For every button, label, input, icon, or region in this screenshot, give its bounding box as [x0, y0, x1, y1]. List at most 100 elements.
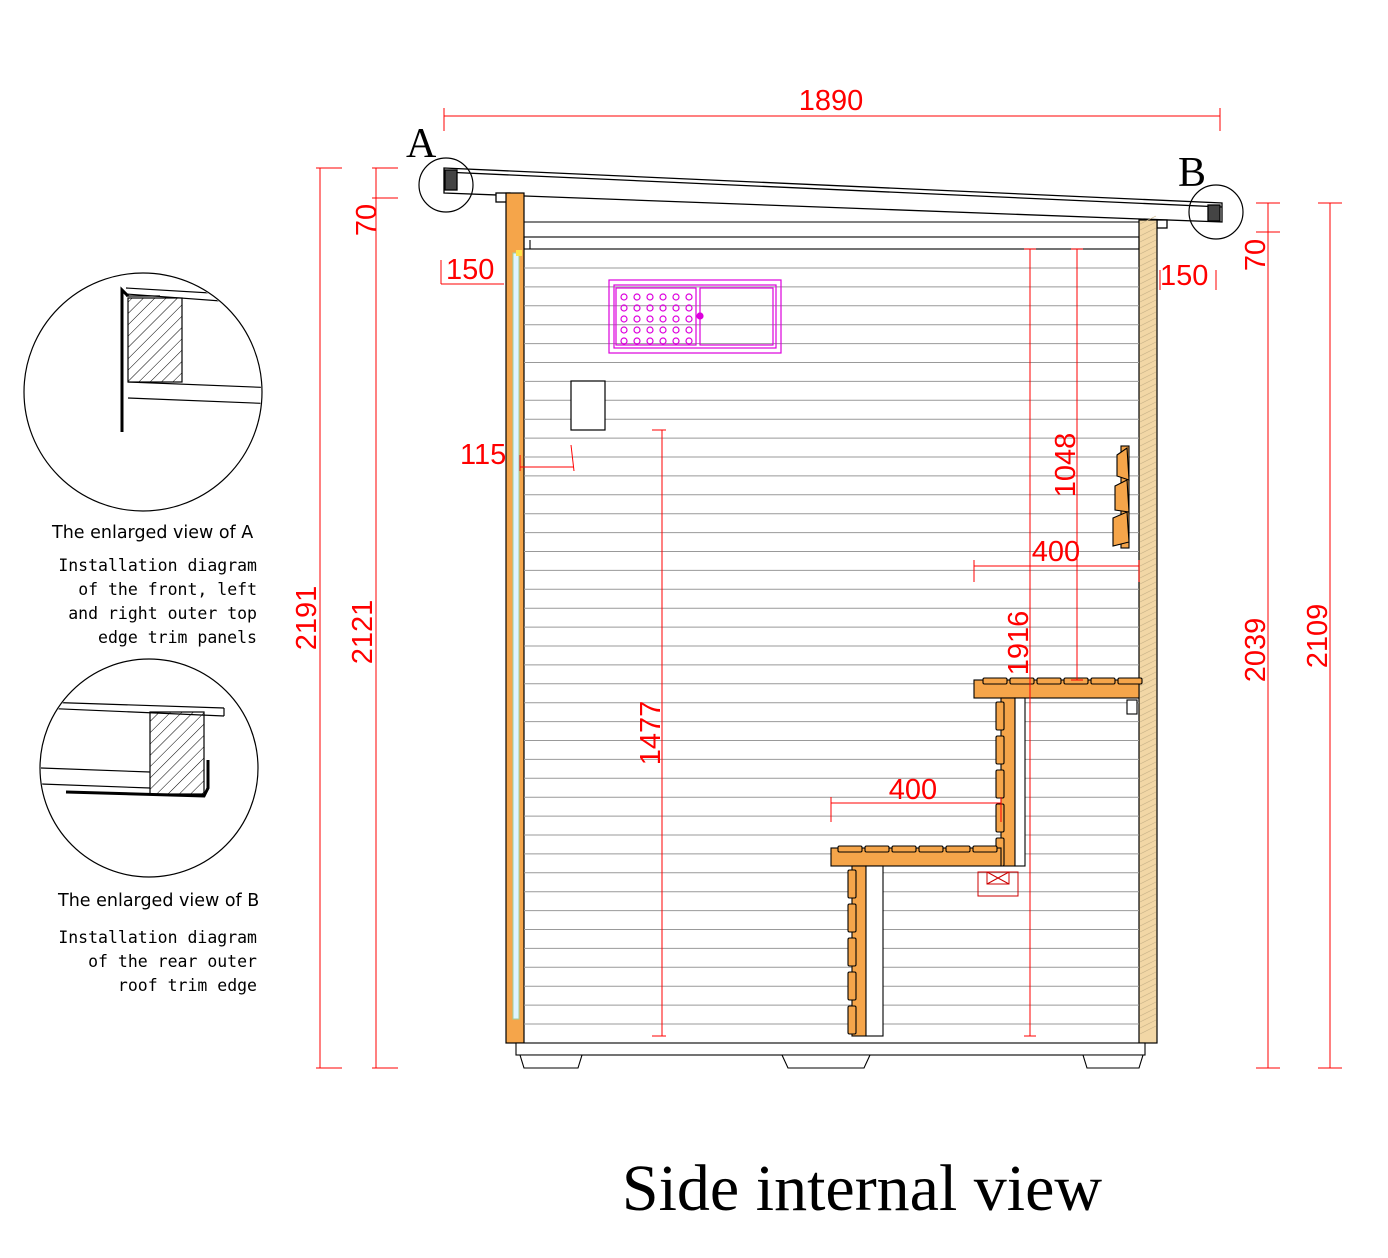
hatch-line [1139, 689, 1157, 699]
hatch-line [1139, 899, 1157, 909]
hatch-line [1139, 1013, 1157, 1023]
bench-slat [1009, 677, 1035, 685]
heater-dot [659, 326, 667, 334]
hatch-line [1139, 755, 1157, 765]
dim-lower-bench-depth: 400 [889, 774, 937, 806]
hatch-line [1139, 551, 1157, 561]
hatch-line [1139, 419, 1157, 429]
hatch-line [1139, 353, 1157, 363]
heater-dot [672, 304, 680, 312]
hatch-line [1139, 905, 1157, 915]
heater-dot [685, 293, 693, 301]
detail-markers [418, 157, 1244, 240]
hatch-line [1139, 329, 1157, 339]
hatch-line [1139, 263, 1157, 273]
hatch-line [1139, 533, 1157, 543]
hatch-line [1139, 413, 1157, 423]
heater-dot [672, 315, 680, 323]
roof-slab [443, 167, 1223, 229]
hatch-line [1139, 659, 1157, 669]
hatch-line [1139, 647, 1157, 657]
hatch-line [1139, 971, 1157, 981]
hatch-line [1139, 587, 1157, 597]
hatch-line [1139, 563, 1157, 573]
hatch-line [1139, 443, 1157, 453]
hatch-line [1139, 425, 1157, 435]
hatch-line [1139, 293, 1157, 303]
dim-right-inner-height: 2039 [1240, 618, 1272, 683]
hatch-line [1139, 401, 1157, 411]
hatch-line [1139, 887, 1157, 897]
hatch-line [1139, 605, 1157, 615]
view-b-line-2: of the rear outer [88, 952, 257, 971]
heater-dot [646, 293, 654, 301]
view-a-line-2: of the front, left [78, 580, 257, 599]
bench-slat [972, 845, 998, 853]
hatch-line [1139, 839, 1157, 849]
bench-slat [837, 845, 863, 853]
dim-upper-bench-depth: 400 [1032, 536, 1080, 568]
hatch-line [1139, 503, 1157, 513]
hatch-line [1139, 821, 1157, 831]
hatch-line [1139, 227, 1157, 237]
hatch-line [1139, 365, 1157, 375]
hatch-line [1139, 743, 1157, 753]
hatch-line [1139, 989, 1157, 999]
dim-left-roof-drop: 70 [351, 204, 383, 236]
hatch-line [1139, 965, 1157, 975]
leg-slat [847, 869, 857, 899]
hatch-line [1139, 389, 1157, 399]
hatch-line [1139, 581, 1157, 591]
heater-dot [659, 293, 667, 301]
hatch-line [1139, 347, 1157, 357]
dim-overall-width: 1890 [799, 85, 864, 117]
hatch-line [1139, 851, 1157, 861]
heater-dot [620, 326, 628, 334]
hatch-line [1139, 527, 1157, 537]
hatch-line [1139, 803, 1157, 813]
hatch-line [1139, 815, 1157, 825]
hatch-line [1139, 545, 1157, 555]
hatch-line [1139, 917, 1157, 927]
thermostat-box [570, 380, 606, 431]
hatch-line [1139, 719, 1157, 729]
detail-a-label: A [406, 121, 437, 167]
hatch-line [1139, 305, 1157, 315]
hatch-line [1139, 923, 1157, 933]
dim-left-top-trim: 150 [446, 254, 494, 286]
hatch-line [1139, 773, 1157, 783]
hatch-line [1139, 779, 1157, 789]
detail-b-label: B [1178, 150, 1206, 196]
heater-dot [646, 304, 654, 312]
lower-bench [830, 845, 1002, 1037]
hatch-line [1139, 701, 1157, 711]
hatch-line [1139, 911, 1157, 921]
hatch-line [1139, 731, 1157, 741]
hatch-line [1139, 845, 1157, 855]
hatch-line [1139, 377, 1157, 387]
hatch-line [1139, 707, 1157, 717]
hatch-line [1139, 215, 1157, 225]
hatch-line [1139, 479, 1157, 489]
heater-dot [672, 326, 680, 334]
hatch-line [1139, 383, 1157, 393]
hatch-line [1139, 665, 1157, 675]
hatch-line [1139, 287, 1157, 297]
heater-dot [620, 293, 628, 301]
hatch-line [1139, 1007, 1157, 1017]
hatch-line [1139, 299, 1157, 309]
backrest [1112, 445, 1130, 549]
hatch-line [1139, 371, 1157, 381]
hatch-line [1139, 275, 1157, 285]
hatch-line [1139, 749, 1157, 759]
heater-dot [659, 337, 667, 345]
bench-slat [918, 845, 944, 853]
hatch-line [1139, 449, 1157, 459]
hatch-line [1139, 335, 1157, 345]
heater-dot [659, 315, 667, 323]
hatch-line [1139, 359, 1157, 369]
hatch-line [1139, 431, 1157, 441]
dimension-lines [316, 108, 1342, 1069]
hatch-line [1139, 497, 1157, 507]
